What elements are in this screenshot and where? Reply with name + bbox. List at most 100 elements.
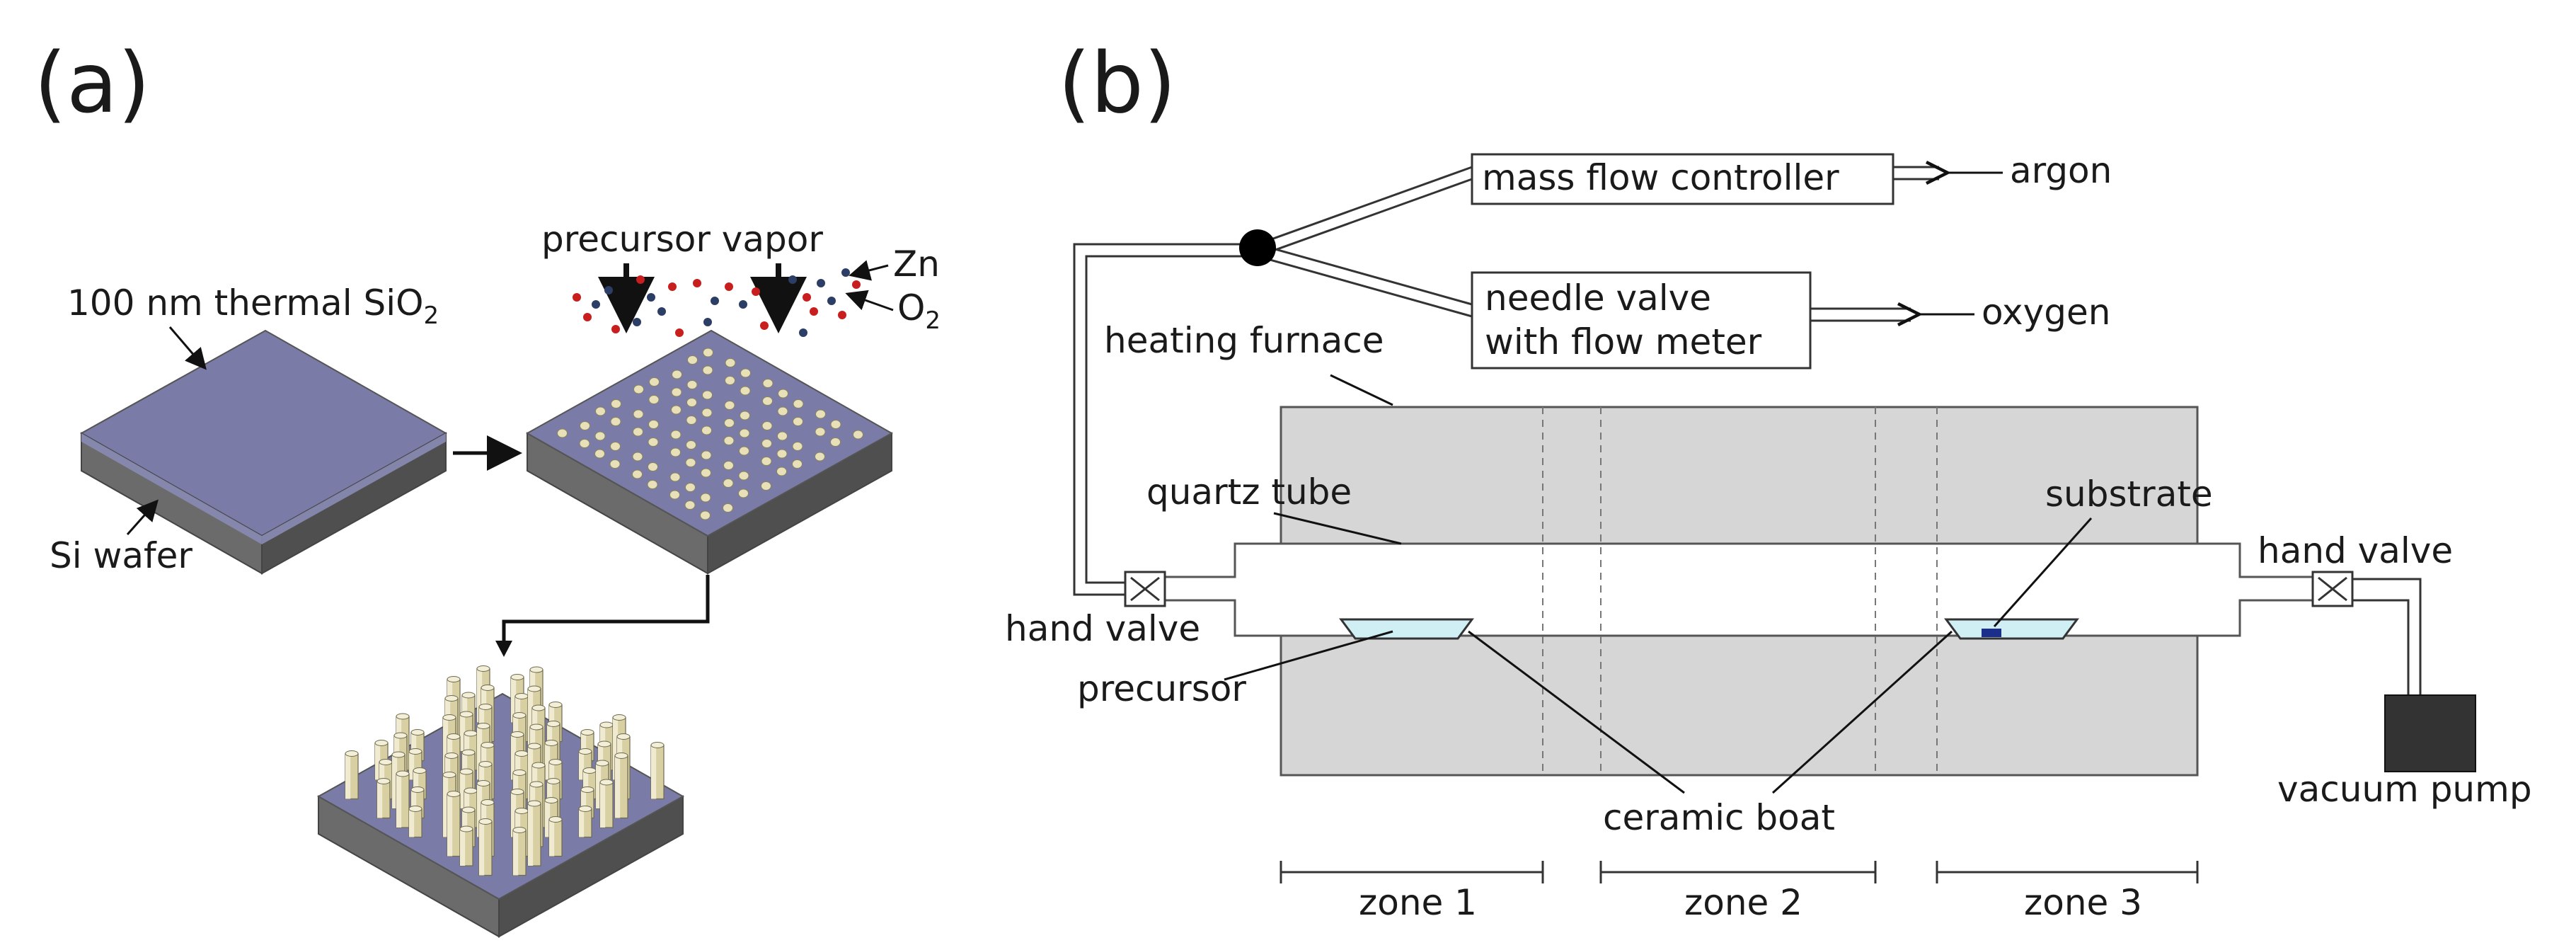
seed-particle-3: [762, 379, 774, 388]
o2-molecule-0: [573, 293, 581, 302]
nanorod-highlight-34: [583, 770, 589, 799]
precursor-vapor-label: precursor vapor: [541, 219, 823, 260]
vacuum-pump: [2384, 694, 2476, 772]
seed-particle-26: [815, 452, 825, 462]
nanorod-highlight-58: [579, 808, 585, 837]
seed-particle-35: [792, 459, 803, 469]
needle-valve-box: [1471, 271, 1812, 370]
hand-valve-right-label: hand valve: [2258, 530, 2453, 571]
o2-molecule-8: [693, 279, 701, 287]
nanorod-cap-13: [478, 704, 493, 710]
wafer-plain-top: [79, 329, 448, 537]
nanorod-cap-43: [527, 743, 541, 750]
seed-particle-58: [670, 447, 681, 457]
o2-molecule-10: [725, 282, 733, 291]
nanorod-cap-56: [464, 787, 478, 794]
nanorod-cap-24: [476, 723, 490, 729]
zn-molecule-7: [657, 307, 666, 316]
seed-particle-59: [685, 458, 696, 467]
nanorod-highlight-52: [411, 789, 417, 818]
nanorod-cap-7: [447, 676, 461, 682]
nanorod-highlight-1: [477, 668, 483, 723]
nanorod-highlight-32: [651, 745, 657, 799]
nanorod-cap-57: [396, 770, 410, 777]
seed-particle-34: [776, 449, 788, 459]
seed-particle-33: [761, 439, 772, 448]
seed-particle-18: [672, 370, 682, 379]
nanorod-cap-67: [514, 808, 529, 814]
nanorod-highlight-9: [460, 714, 466, 751]
nanorod-cap-73: [478, 818, 493, 825]
seed-particle-48: [670, 430, 682, 440]
seed-particle-67: [648, 462, 658, 471]
oxygen-line-b: [1257, 255, 1473, 318]
seed-particle-50: [701, 450, 712, 460]
seed-particle-29: [686, 398, 697, 407]
arrow-step-2: [502, 575, 710, 644]
nanorod-cap-21: [578, 748, 592, 755]
si-wafer-pointer: [126, 499, 159, 535]
seed-particle-68: [669, 472, 681, 482]
vacuum-line-a: [2352, 578, 2422, 697]
seed-particle-56: [633, 427, 643, 437]
argon-label: argon: [2010, 150, 2112, 191]
seed-particle-41: [723, 436, 735, 445]
seed-particle-57: [648, 437, 659, 447]
seed-particle-11: [725, 376, 735, 385]
gas-junction: [1239, 229, 1276, 266]
nanorod-highlight-61: [477, 783, 483, 837]
seed-particle-24: [777, 431, 788, 441]
heating-furnace-label: heating furnace: [1104, 320, 1384, 361]
tube-top-left: [1125, 542, 1281, 578]
nanorod-highlight-59: [545, 800, 551, 837]
seed-particle-42: [739, 446, 749, 456]
ceramic-boat-left: [1339, 618, 1474, 640]
nanorod-cap-34: [582, 767, 597, 774]
nanorod-cap-54: [599, 779, 614, 786]
seed-particle-31: [724, 418, 735, 428]
panel-a-label: (a): [34, 34, 150, 132]
seed-particle-10: [702, 365, 713, 375]
inlet-line-outer: [1073, 243, 1258, 596]
seed-particle-12: [740, 386, 751, 396]
nanorod-cap-11: [546, 721, 560, 727]
nanorod-cap-27: [374, 740, 389, 746]
nanorod-cap-2: [529, 666, 544, 673]
nanorod-highlight-63: [409, 808, 415, 837]
nanorod-highlight-24: [477, 726, 483, 780]
nanorod-cap-38: [447, 733, 461, 740]
seed-particle-69: [685, 483, 696, 492]
nanorod-cap-37: [481, 742, 495, 748]
seed-particle-63: [580, 421, 590, 430]
seed-particle-19: [686, 380, 698, 389]
nanorod-cap-1: [476, 665, 490, 672]
argon-line-a: [1257, 166, 1473, 246]
nanorod-cap-12: [512, 712, 527, 719]
seed-particle-22: [740, 411, 750, 420]
nanorod-cap-14: [444, 695, 459, 702]
nanorod-highlight-60: [511, 791, 517, 837]
o2-molecule-2: [583, 313, 592, 321]
precursor-pointer: [1224, 630, 1393, 681]
nanorod-highlight-41: [345, 753, 351, 799]
precursor-label: precursor: [1077, 668, 1246, 709]
nanorod-cap-10: [580, 729, 594, 736]
nanorod-cap-35: [548, 759, 563, 765]
panel-a: (a) 100 nm thermal SiO2 Si wafer precurs…: [34, 34, 941, 938]
nanorod-cap-50: [478, 761, 493, 767]
zone-scale: [1280, 861, 2199, 883]
zn-molecule-25: [841, 268, 850, 277]
zn-molecule-20: [703, 318, 712, 326]
seed-particle-25: [792, 442, 803, 451]
nanorod-cap-23: [510, 731, 524, 738]
nanorod-highlight-0: [511, 677, 517, 723]
seed-particle-51: [723, 461, 734, 470]
seed-particle-38: [671, 405, 682, 415]
seed-particle-2: [740, 368, 751, 378]
wafer-seeded: [525, 329, 894, 575]
nanorod-cap-72: [512, 827, 527, 833]
substrate-label: substrate: [2045, 474, 2213, 515]
nanorod-cap-29: [529, 723, 544, 731]
tube-bottom-right: [2197, 599, 2328, 637]
zone-1-label: zone 1: [1359, 882, 1477, 923]
